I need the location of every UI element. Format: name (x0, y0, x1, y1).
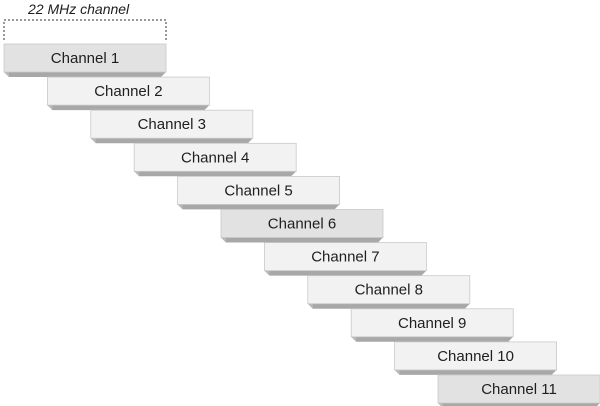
channel-bar-6: Channel 6 (220, 209, 384, 243)
channel-bar-shadow-bottom (307, 303, 470, 309)
channel-bar-face (307, 275, 471, 305)
channel-bar-face (394, 341, 558, 371)
channel-label: Channel 5 (224, 182, 292, 199)
channel-bar-face (90, 109, 254, 139)
channel-bar-face (263, 242, 427, 272)
channel-label: Channel 8 (355, 282, 423, 299)
channel-bar-shadow-bottom (351, 336, 514, 342)
channel-bar-shadow-bottom (134, 171, 297, 177)
channel-bar-4: Channel 4 (133, 142, 297, 177)
channel-label: Channel 6 (268, 216, 336, 233)
channel-label: Channel 7 (311, 249, 379, 266)
channel-bars: Channel 1 Channel 2 Channel 3 Channel 4 Chan… (3, 43, 600, 406)
channel-bar-11: Channel 11 (437, 374, 600, 406)
channel-bar-7: Channel 7 (263, 242, 427, 276)
channel-label: Channel 3 (138, 116, 206, 133)
channel-bar-face (350, 308, 514, 338)
channel-bar-shadow-bottom (221, 237, 383, 243)
channel-bar-shadow-bottom (47, 105, 210, 111)
channel-bar-shadow-bottom (4, 72, 166, 77)
channel-label: Channel 4 (181, 149, 249, 166)
channel-width-indicator: 22 MHz channel (3, 1, 167, 40)
channel-bar-3: Channel 3 (90, 109, 254, 144)
channel-bar-face (437, 374, 600, 404)
channel-label: Channel 2 (94, 83, 162, 100)
channel-label: Channel 10 (437, 348, 514, 365)
channel-bar-shadow-bottom (438, 403, 600, 406)
channel-bar-face (133, 142, 297, 172)
channel-bar-shadow-bottom (177, 204, 340, 210)
channel-bar-face (3, 43, 167, 73)
channel-bar-shadow-bottom (90, 138, 253, 144)
channel-bar-shadow-bottom (394, 369, 557, 375)
channel-bar-face (220, 209, 384, 238)
channel-bar-8: Channel 8 (307, 275, 471, 309)
channel-bar-10: Channel 10 (394, 341, 558, 375)
channel-bar-5: Channel 5 (177, 175, 341, 210)
channel-bar-1: Channel 1 (3, 43, 167, 77)
channel-label: Channel 1 (51, 50, 119, 67)
channel-bar-face (47, 76, 210, 106)
channel-label: Channel 9 (398, 315, 466, 332)
channel-label: Channel 11 (481, 381, 557, 398)
channel-bar-2: Channel 2 (47, 76, 210, 111)
channel-width-label: 22 MHz channel (27, 1, 130, 17)
channel-width-bracket (3, 19, 167, 40)
channel-bar-9: Channel 9 (350, 308, 514, 342)
channel-bar-face (177, 175, 341, 205)
channel-bar-shadow-bottom (264, 270, 427, 276)
